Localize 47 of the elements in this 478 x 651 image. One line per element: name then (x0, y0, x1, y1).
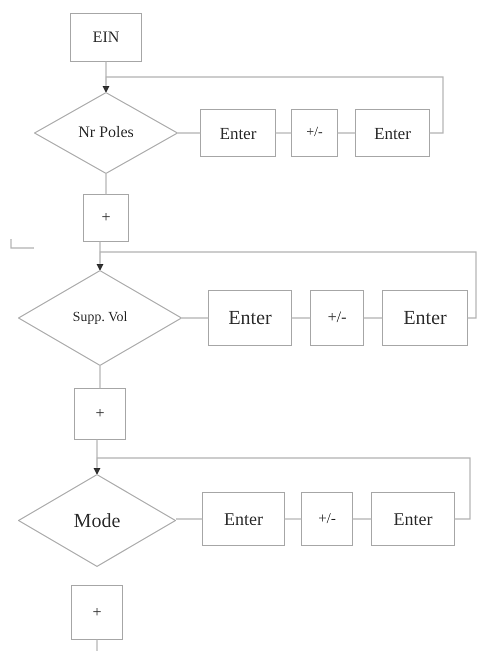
process-box (310, 290, 364, 346)
node-label: Enter (224, 510, 263, 528)
node-label: Nr Poles (78, 125, 134, 141)
connector-line (353, 518, 371, 520)
decision-diamond (34, 92, 178, 174)
connector-line (276, 132, 291, 134)
process-box (291, 109, 338, 157)
connector-line (94, 457, 471, 520)
decision-diamond (18, 474, 176, 567)
node-label: Enter (394, 510, 432, 528)
node-label: + (95, 406, 105, 422)
connector-line (96, 640, 98, 651)
process-box (200, 109, 276, 157)
process-box (71, 585, 123, 640)
connector-line (102, 76, 444, 134)
node-label: EIN (92, 30, 120, 46)
process-box (371, 492, 455, 546)
connector-line (285, 518, 301, 520)
connector-line (364, 317, 382, 319)
process-box (382, 290, 468, 346)
node-label: + (101, 210, 111, 226)
process-box (208, 290, 292, 346)
node-label: Supp. Vol (72, 311, 128, 325)
connector-line (182, 317, 208, 319)
node-label: +/- (328, 310, 346, 326)
decision-diamond (18, 270, 182, 366)
process-box (202, 492, 285, 546)
process-box (355, 109, 430, 157)
process-box (74, 388, 126, 440)
connector-line (178, 132, 200, 134)
connector-line (105, 174, 107, 194)
connector-line (338, 132, 355, 134)
node-label: +/- (306, 126, 323, 140)
process-box (301, 492, 353, 546)
node-label: Enter (228, 308, 272, 328)
node-label: +/- (318, 512, 336, 526)
node-label: Enter (374, 124, 411, 142)
node-label: Mode (74, 510, 120, 530)
connector-line (96, 251, 477, 319)
node-label: + (92, 604, 102, 620)
node-label: Enter (220, 124, 256, 142)
node-label: Enter (403, 308, 447, 328)
process-box (70, 13, 142, 62)
process-box (83, 194, 129, 242)
connector-line (99, 366, 101, 388)
connector-line (292, 317, 310, 319)
connector-line (176, 518, 202, 520)
